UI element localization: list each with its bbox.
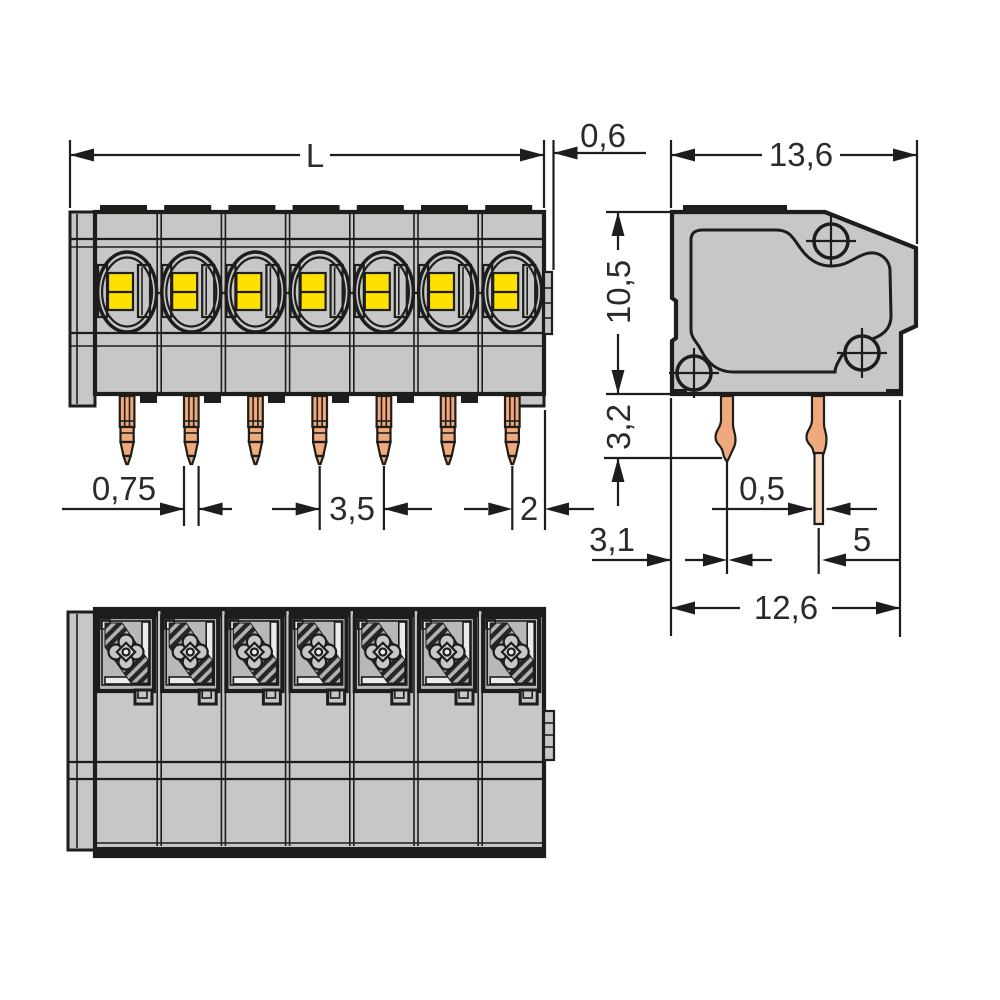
dim-label-end-tab: 0,6 [580, 117, 626, 154]
dim-pin-pitch: 3,5 [272, 466, 432, 530]
dim-pin-thickness: 0,5 [712, 470, 877, 516]
front-pin-6 [439, 394, 457, 466]
dim-bottom-depth: 12,6 [671, 400, 902, 637]
latch-tab-front [542, 270, 554, 336]
dim-bend-depth: 3,2 [600, 404, 722, 506]
pole-dividers [156, 212, 484, 394]
top-pole-2 [161, 608, 221, 704]
side-view [667, 205, 919, 526]
dim-label-bottom-depth: 12,6 [754, 589, 818, 626]
top-bottom-band [95, 847, 544, 856]
dim-edge-to-pin-row: 3,1 [589, 398, 772, 636]
dim-label-length: L [306, 137, 324, 174]
dim-height: 10,5 [600, 210, 670, 396]
end-wall [68, 210, 97, 408]
top-pole-5 [354, 608, 414, 704]
dim-label-bend-depth: 3,2 [600, 404, 637, 450]
dim-length-L: L [68, 137, 546, 208]
top-pole-1 [97, 608, 157, 704]
dim-label-pin-width: 0,75 [92, 470, 156, 507]
front-pin-1 [118, 394, 136, 466]
dim-label-pin-thickness: 0,5 [739, 470, 785, 507]
side-top-tab [683, 205, 787, 213]
dim-label-pin-to-edge: 2 [520, 490, 538, 527]
side-pin-2-bend [805, 394, 828, 456]
dim-label-pin-row-spacing: 5 [853, 521, 871, 558]
end-wall-top [66, 610, 97, 852]
latch-tab-top [542, 709, 556, 762]
front-pin-5 [375, 394, 393, 466]
dim-pin-to-edge: 2 [464, 410, 594, 530]
top-pole-7 [482, 608, 542, 704]
front-pin-4 [311, 394, 329, 466]
dimensions: L 0,6 0,75 3,5 [62, 117, 919, 637]
dim-label-edge-to-pin-row: 3,1 [589, 521, 635, 558]
top-pole-3 [225, 608, 285, 704]
side-pin-1 [714, 394, 737, 465]
top-pole-4 [290, 608, 350, 704]
front-pin-3 [247, 394, 264, 466]
front-pin-7 [503, 394, 521, 466]
dim-pin-width: 0,75 [62, 466, 232, 526]
dim-depth: 13,6 [669, 136, 919, 244]
dim-label-depth: 13,6 [769, 136, 833, 173]
bottom-tabs [140, 392, 478, 403]
dim-end-tab: 0,6 [552, 117, 646, 270]
dim-label-pin-pitch: 3,5 [329, 490, 375, 527]
side-pin-2-shank [813, 451, 825, 526]
front-pin-2 [182, 394, 200, 466]
top-pole-6 [418, 608, 478, 704]
top-pole-dividers [156, 609, 484, 846]
front-view [68, 203, 554, 466]
top-view [66, 608, 556, 859]
dim-pin-row-spacing: 5 [817, 521, 900, 574]
dim-label-height: 10,5 [600, 260, 637, 324]
